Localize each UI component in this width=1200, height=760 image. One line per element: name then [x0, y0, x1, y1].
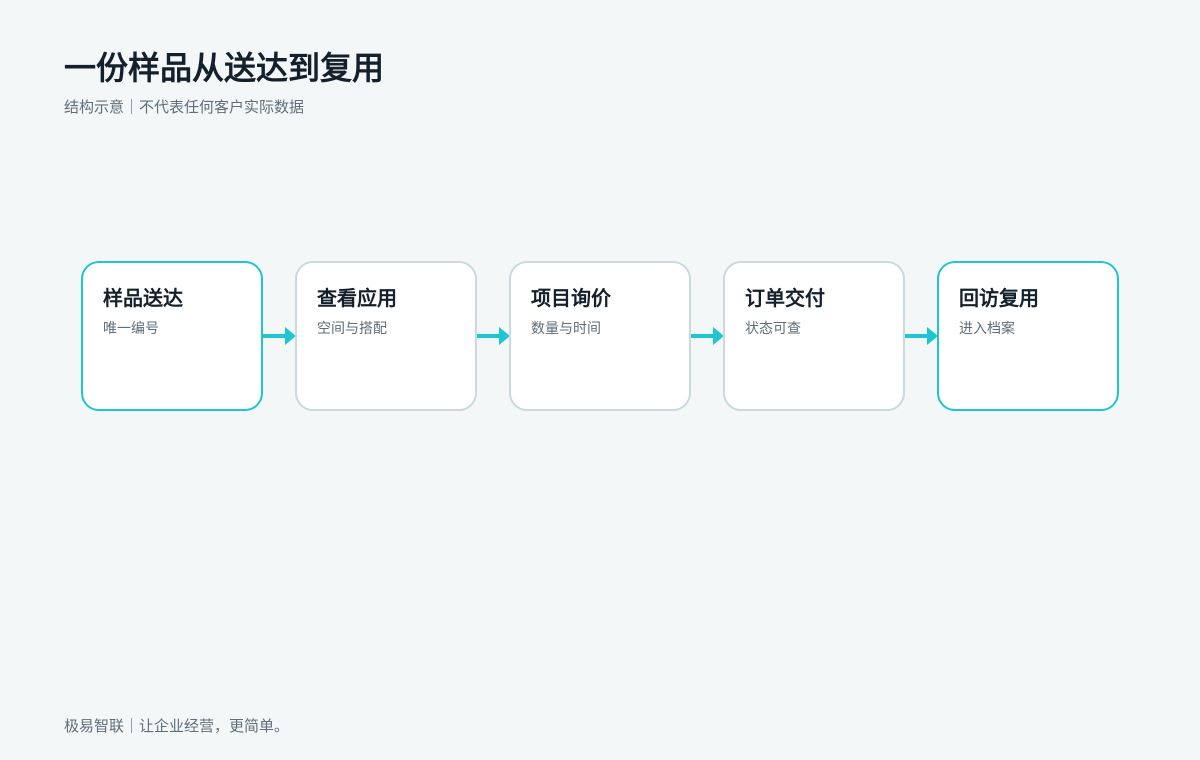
step-card-revisit-reuse: 回访复用 进入档案 — [937, 261, 1119, 411]
flow-arrow — [263, 327, 296, 345]
process-flow: 样品送达 唯一编号 查看应用 空间与搭配 项目询价 数量与时间 订单交付 状态可… — [81, 261, 1119, 411]
flow-arrow — [905, 327, 938, 345]
page-subtitle: 结构示意｜不代表任何客户实际数据 — [64, 98, 305, 116]
step-card-project-inquiry: 项目询价 数量与时间 — [509, 261, 691, 411]
step-description: 进入档案 — [959, 321, 1015, 337]
flow-arrow — [477, 327, 510, 345]
page-title: 一份样品从送达到复用 — [64, 49, 385, 87]
step-card-order-delivery: 订单交付 状态可查 — [723, 261, 905, 411]
flow-connectors — [263, 327, 938, 345]
step-title: 样品送达 — [103, 286, 183, 310]
footer-tagline: 极易智联｜让企业经营，更简单。 — [64, 717, 290, 735]
step-title: 回访复用 — [959, 286, 1039, 310]
step-card-sample-delivery: 样品送达 唯一编号 — [81, 261, 263, 411]
flow-arrow — [691, 327, 724, 345]
step-title: 项目询价 — [531, 286, 611, 310]
step-description: 状态可查 — [745, 321, 801, 337]
step-description: 空间与搭配 — [317, 321, 387, 337]
step-description: 唯一编号 — [103, 321, 159, 337]
step-description: 数量与时间 — [531, 321, 601, 337]
step-title: 订单交付 — [745, 286, 825, 310]
step-card-view-application: 查看应用 空间与搭配 — [295, 261, 477, 411]
step-title: 查看应用 — [317, 286, 397, 310]
